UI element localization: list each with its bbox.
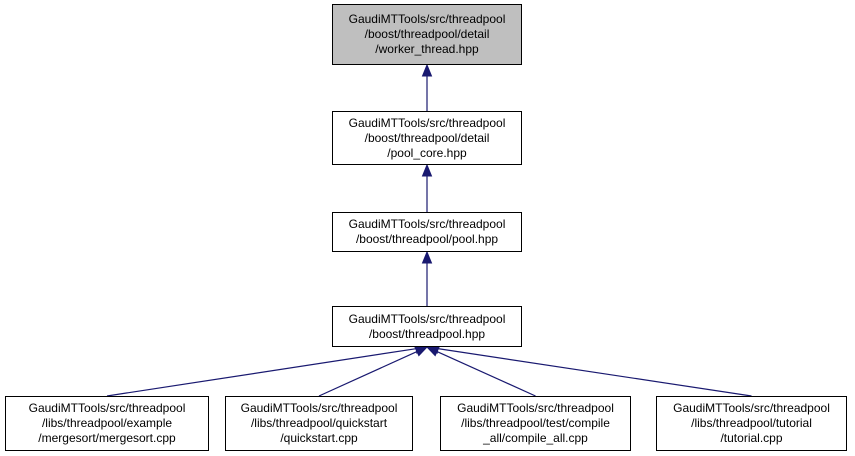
edge-n4-to-n3 <box>106 348 417 397</box>
node-mergesort-cpp[interactable]: GaudiMTTools/src/threadpool /libs/thread… <box>5 396 209 451</box>
edge-n5-to-n3 <box>318 350 418 397</box>
node-pool-hpp[interactable]: GaudiMTTools/src/threadpool /boost/threa… <box>332 212 522 252</box>
node-label-line: /boost/threadpool/detail <box>364 27 490 41</box>
node-label-line: /boost/threadpool.hpp <box>368 326 486 341</box>
node-label-line: /worker_thread.hpp <box>375 42 479 56</box>
node-label-line: GaudiMTTools/src/threadpool <box>348 217 506 231</box>
node-label-line: GaudiMTTools/src/threadpool <box>28 401 186 415</box>
node-label-line: GaudiMTTools/src/threadpool <box>348 12 506 26</box>
arrowhead-n2-to-n1 <box>421 163 433 177</box>
node-tutorial-cpp[interactable]: GaudiMTTools/src/threadpool /libs/thread… <box>656 396 847 451</box>
arrowhead-n3-to-n2 <box>421 250 433 264</box>
node-label-line: GaudiMTTools/src/threadpool <box>348 311 506 326</box>
node-label-line: /libs/threadpool/example <box>41 416 173 430</box>
node-label-line: /libs/threadpool/test/compile <box>461 416 610 430</box>
node-label-line: GaudiMTTools/src/threadpool <box>348 115 506 130</box>
node-label-line: /boost/threadpool/pool.hpp <box>355 232 499 246</box>
node-label-line: /pool_core.hpp <box>387 145 467 160</box>
node-label-line: GaudiMTTools/src/threadpool <box>457 401 614 415</box>
node-label-line: /boost/threadpool/detail <box>364 130 490 145</box>
node-quickstart-cpp[interactable]: GaudiMTTools/src/threadpool /libs/thread… <box>225 396 413 451</box>
node-label-line: GaudiMTTools/src/threadpool <box>240 401 398 415</box>
node-label-line: _all/compile_all.cpp <box>483 431 588 445</box>
node-label-line: /mergesort/mergesort.cpp <box>38 431 176 445</box>
edge-n6-to-n3 <box>436 350 536 397</box>
node-label-line: /tutorial.cpp <box>720 431 783 445</box>
arrowhead-n1-to-n0 <box>421 63 433 77</box>
node-compile-all-cpp[interactable]: GaudiMTTools/src/threadpool /libs/thread… <box>440 396 631 451</box>
node-worker-thread-hpp: GaudiMTTools/src/threadpool /boost/threa… <box>332 4 522 65</box>
edge-n7-to-n3 <box>437 348 752 397</box>
node-label-line: GaudiMTTools/src/threadpool <box>673 401 830 415</box>
node-pool-core-hpp[interactable]: GaudiMTTools/src/threadpool /boost/threa… <box>332 111 522 165</box>
node-label-line: /libs/threadpool/quickstart <box>250 416 388 430</box>
node-threadpool-hpp[interactable]: GaudiMTTools/src/threadpool /boost/threa… <box>332 306 522 347</box>
node-label-line: /quickstart.cpp <box>280 431 358 445</box>
node-label-line: /libs/threadpool/tutorial <box>691 416 812 430</box>
arrowhead-n5-to-n3 <box>414 346 429 357</box>
